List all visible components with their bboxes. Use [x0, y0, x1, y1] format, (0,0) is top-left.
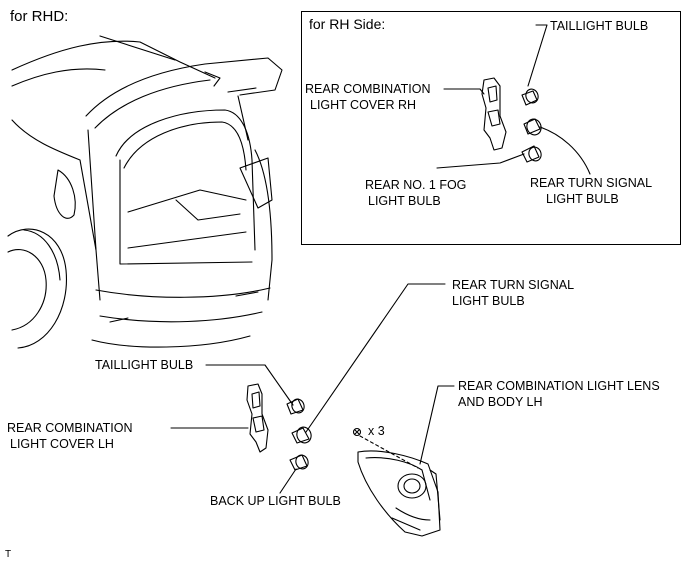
lh-cover-label-line2: LIGHT COVER LH	[10, 437, 114, 451]
vehicle-rear-illustration	[7, 35, 283, 349]
lh-cover-label-line1: REAR COMBINATION	[7, 421, 133, 435]
rh-taillight-bulb	[521, 88, 539, 106]
rh-cover-label-line1: REAR COMBINATION	[305, 82, 431, 96]
rh-turn-signal-label-line2: LIGHT BULB	[546, 192, 619, 206]
rh-fog-bulb-label-line2: LIGHT BULB	[368, 194, 441, 208]
lh-lens-label-line1: REAR COMBINATION LIGHT LENS	[458, 379, 660, 393]
rh-fog-bulb	[521, 145, 542, 163]
backup-bulb-label: BACK UP LIGHT BULB	[210, 494, 341, 508]
main-leader-lines	[170, 283, 455, 494]
lh-taillight-bulb-label: TAILLIGHT BULB	[95, 358, 194, 372]
inset-title: for RH Side:	[309, 16, 386, 32]
lh-lens-label-line2: AND BODY LH	[458, 395, 543, 409]
screw-count-label: x 3	[368, 424, 385, 438]
rh-fog-bulb-label-line1: REAR NO. 1 FOG	[365, 178, 467, 192]
lh-turn-signal-label-line1: REAR TURN SIGNAL	[452, 278, 575, 292]
rh-cover-label-line2: LIGHT COVER RH	[310, 98, 417, 112]
inset-leader-lines	[436, 24, 591, 175]
rh-turn-signal-label-line1: REAR TURN SIGNAL	[530, 176, 653, 190]
lh-turn-signal-label-line2: LIGHT BULB	[452, 294, 525, 308]
rh-turn-signal-bulb	[523, 118, 542, 136]
lh-taillight-bulb	[286, 398, 305, 415]
page-title: for RHD:	[10, 8, 69, 25]
rh-taillight-bulb-label: TAILLIGHT BULB	[550, 19, 649, 33]
lh-turn-signal-bulb	[291, 426, 312, 444]
footer-mark: T	[5, 549, 12, 560]
rh-cover-part	[481, 77, 507, 151]
lh-cover-part	[246, 383, 269, 453]
rh-side-inset	[301, 11, 681, 245]
screw-icon	[352, 427, 419, 469]
lh-backup-bulb	[289, 454, 309, 471]
lh-lens-body-part	[357, 450, 441, 537]
